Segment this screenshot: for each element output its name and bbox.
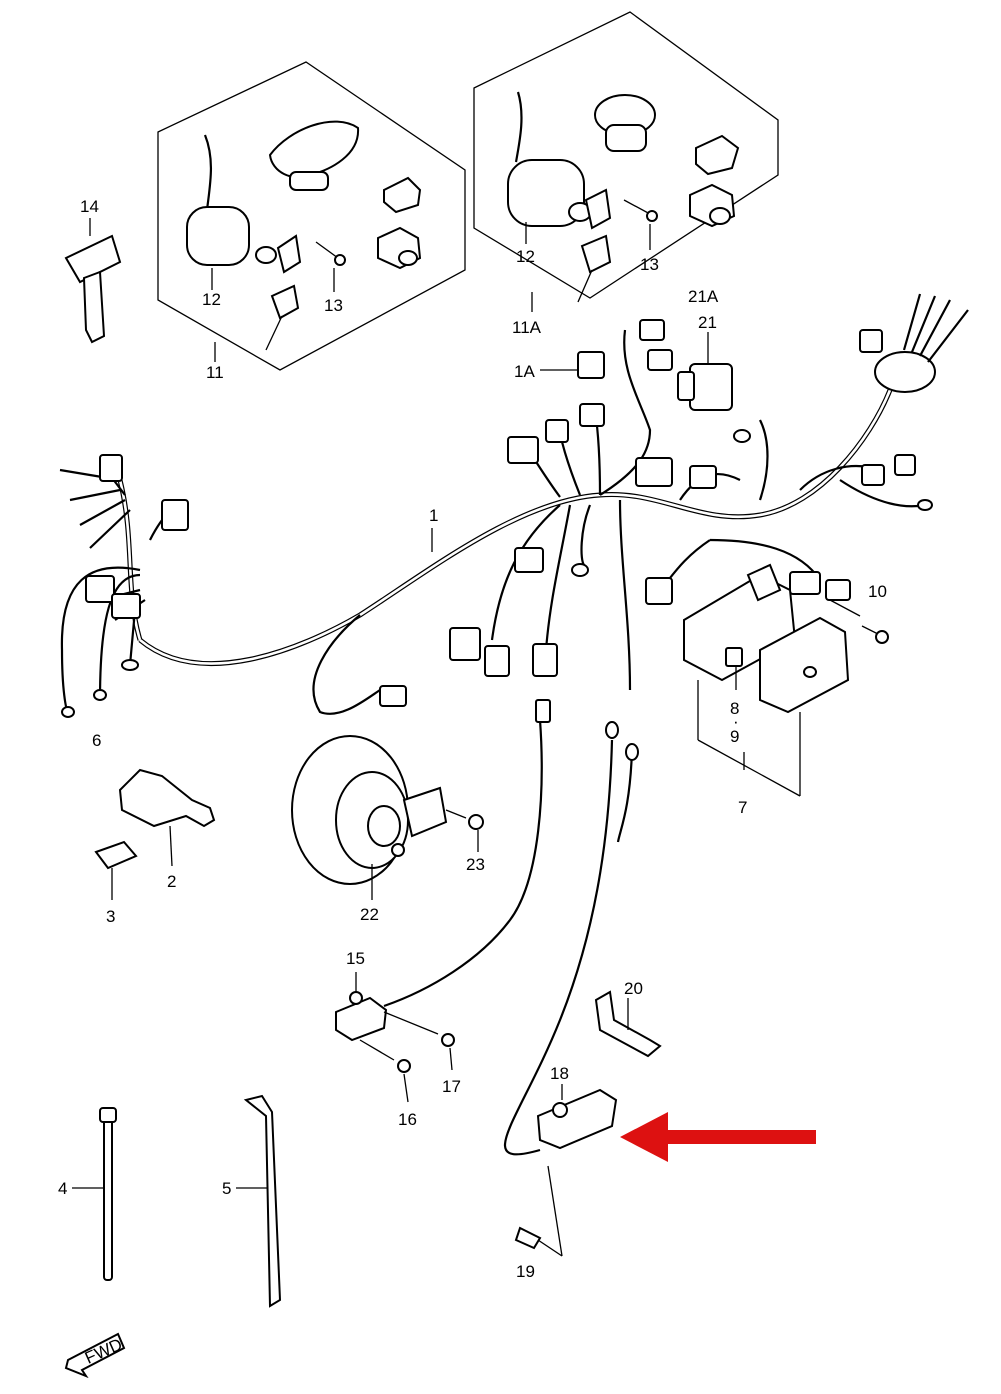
label-9: 9 bbox=[730, 727, 739, 746]
connector-icon bbox=[383, 176, 422, 214]
front-direction-arrow-icon bbox=[64, 1332, 126, 1379]
label-23: 23 bbox=[466, 855, 485, 874]
key-icon bbox=[276, 234, 302, 274]
label-11: 11 bbox=[206, 363, 224, 382]
label-15: 15 bbox=[346, 949, 365, 968]
screw-icon bbox=[441, 1033, 455, 1047]
cushion-3 bbox=[94, 840, 138, 900]
relay-icon bbox=[689, 363, 733, 411]
horn-22 bbox=[291, 735, 484, 900]
key-head-icon bbox=[64, 234, 122, 284]
label-12-right: 12 bbox=[516, 247, 535, 266]
red-pointer-arrow-icon bbox=[660, 1130, 816, 1144]
ignition-switch-box-11 bbox=[157, 61, 466, 371]
label-17: 17 bbox=[442, 1077, 461, 1096]
bolt-icon bbox=[514, 1226, 542, 1250]
cable-tie-5 bbox=[236, 1094, 282, 1308]
ignition-switch-box-11a bbox=[473, 11, 779, 312]
ignition-cylinder-icon bbox=[186, 206, 250, 266]
screw-icon bbox=[397, 1059, 411, 1073]
label-7: 7 bbox=[738, 798, 747, 817]
connector-icon bbox=[507, 436, 539, 464]
relay-icon bbox=[577, 351, 605, 379]
main-wiring-harness bbox=[59, 293, 969, 718]
label-8: 8 bbox=[730, 699, 739, 718]
label-20: 20 bbox=[624, 979, 643, 998]
bracket-20 bbox=[594, 990, 662, 1058]
label-19: 19 bbox=[516, 1262, 535, 1281]
label-1: 1 bbox=[429, 506, 438, 525]
label-16: 16 bbox=[398, 1110, 417, 1129]
label-13-left: 13 bbox=[324, 296, 343, 315]
switch-cover-icon bbox=[268, 120, 360, 179]
label-3: 3 bbox=[106, 907, 115, 926]
label-11a: 11A bbox=[512, 318, 542, 337]
label-6: 6 bbox=[92, 731, 101, 750]
dot-separator: · bbox=[733, 712, 739, 731]
bolt-icon bbox=[875, 630, 889, 644]
label-5: 5 bbox=[222, 1179, 231, 1198]
relay-21 bbox=[677, 332, 733, 411]
bracket-icon bbox=[118, 768, 216, 828]
screw-icon bbox=[334, 254, 346, 266]
red-pointer-arrow bbox=[620, 1112, 816, 1162]
front-direction-arrow: FWD bbox=[64, 1332, 126, 1379]
sensor-18 bbox=[503, 721, 639, 1257]
bracket-2 bbox=[118, 768, 216, 867]
label-4: 4 bbox=[58, 1179, 67, 1198]
label-21a: 21A bbox=[688, 287, 719, 306]
bolt-icon bbox=[468, 814, 484, 830]
switch-15 bbox=[335, 699, 551, 1103]
label-14: 14 bbox=[80, 197, 99, 216]
key-14 bbox=[64, 218, 122, 344]
harness-grommet-icon bbox=[874, 351, 936, 393]
sensor-icon bbox=[536, 1088, 618, 1150]
svg-text:FWD: FWD bbox=[82, 1335, 125, 1368]
bracket-icon bbox=[594, 990, 662, 1058]
cable-tie-4 bbox=[72, 1107, 117, 1281]
label-13-right: 13 bbox=[640, 255, 659, 274]
relay-1a bbox=[540, 351, 605, 379]
label-10: 10 bbox=[868, 582, 887, 601]
label-12-left: 12 bbox=[202, 290, 221, 309]
switch-icon bbox=[335, 996, 388, 1042]
label-1a: 1A bbox=[514, 362, 535, 381]
regulator-assembly bbox=[683, 563, 861, 797]
label-21: 21 bbox=[698, 313, 717, 332]
cable-tie-icon bbox=[103, 1111, 113, 1281]
label-18: 18 bbox=[550, 1064, 569, 1083]
bolt-10 bbox=[861, 625, 889, 644]
cable-clamp-icon bbox=[243, 1094, 282, 1308]
label-22: 22 bbox=[360, 905, 379, 924]
label-2: 2 bbox=[167, 872, 176, 891]
